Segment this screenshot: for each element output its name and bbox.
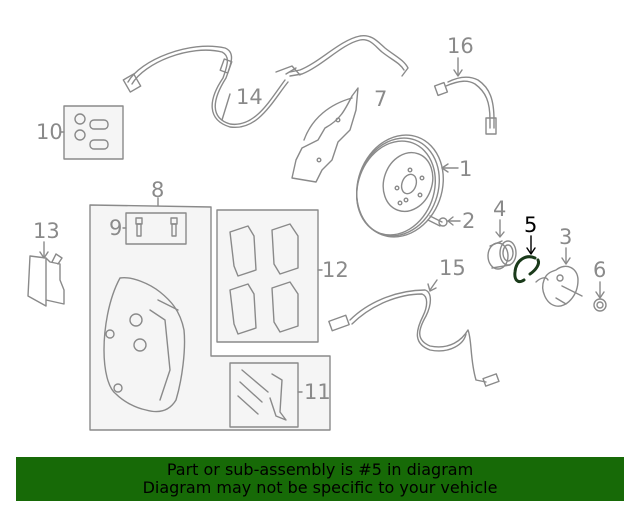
bolt-kit-10[interactable] (60, 105, 124, 160)
wheel-bearing-4[interactable] (487, 219, 517, 270)
callout-2[interactable]: 2 (462, 209, 476, 233)
banner-line-2: Diagram may not be specific to your vehi… (142, 478, 498, 497)
callout-14[interactable]: 14 (236, 85, 263, 109)
brake-disc-1[interactable] (343, 123, 459, 249)
hardware-kit-11[interactable] (229, 362, 303, 428)
callout-15[interactable]: 15 (439, 256, 466, 280)
dust-shield-7[interactable] (291, 87, 359, 183)
callout-6[interactable]: 6 (593, 258, 607, 282)
banner-line-1: Part or sub-assembly is #5 in diagram (166, 460, 474, 479)
callout-1[interactable]: 1 (459, 157, 473, 181)
hub-nut-6[interactable] (593, 281, 607, 312)
pad-wear-sensor-13[interactable] (27, 241, 65, 307)
brake-hose-16[interactable] (433, 57, 497, 135)
callout-16[interactable]: 16 (447, 34, 474, 58)
guide-bolts-9[interactable] (122, 212, 187, 245)
abs-sensor-15[interactable] (328, 279, 500, 387)
callout-3[interactable]: 3 (559, 225, 573, 249)
brake-wear-sensor-wire[interactable] (289, 34, 409, 77)
callout-11[interactable]: 11 (304, 380, 331, 404)
callout-8[interactable]: 8 (151, 178, 165, 202)
callout-13[interactable]: 13 (33, 219, 60, 243)
wheel-bolt-2[interactable] (427, 215, 461, 227)
callout-9[interactable]: 9 (109, 216, 123, 240)
wheel-hub-3[interactable] (535, 247, 583, 307)
snap-ring-5[interactable] (513, 235, 540, 284)
callout-10[interactable]: 10 (36, 120, 63, 144)
brake-pads-12[interactable] (216, 209, 323, 343)
callout-12[interactable]: 12 (322, 258, 349, 282)
callout-4[interactable]: 4 (493, 197, 507, 221)
part-info-banner: Part or sub-assembly is #5 in diagram Di… (16, 457, 624, 501)
wheel-speed-sensor-14[interactable] (122, 45, 301, 128)
callout-7[interactable]: 7 (374, 87, 388, 111)
callout-5[interactable]: 5 (524, 213, 538, 237)
